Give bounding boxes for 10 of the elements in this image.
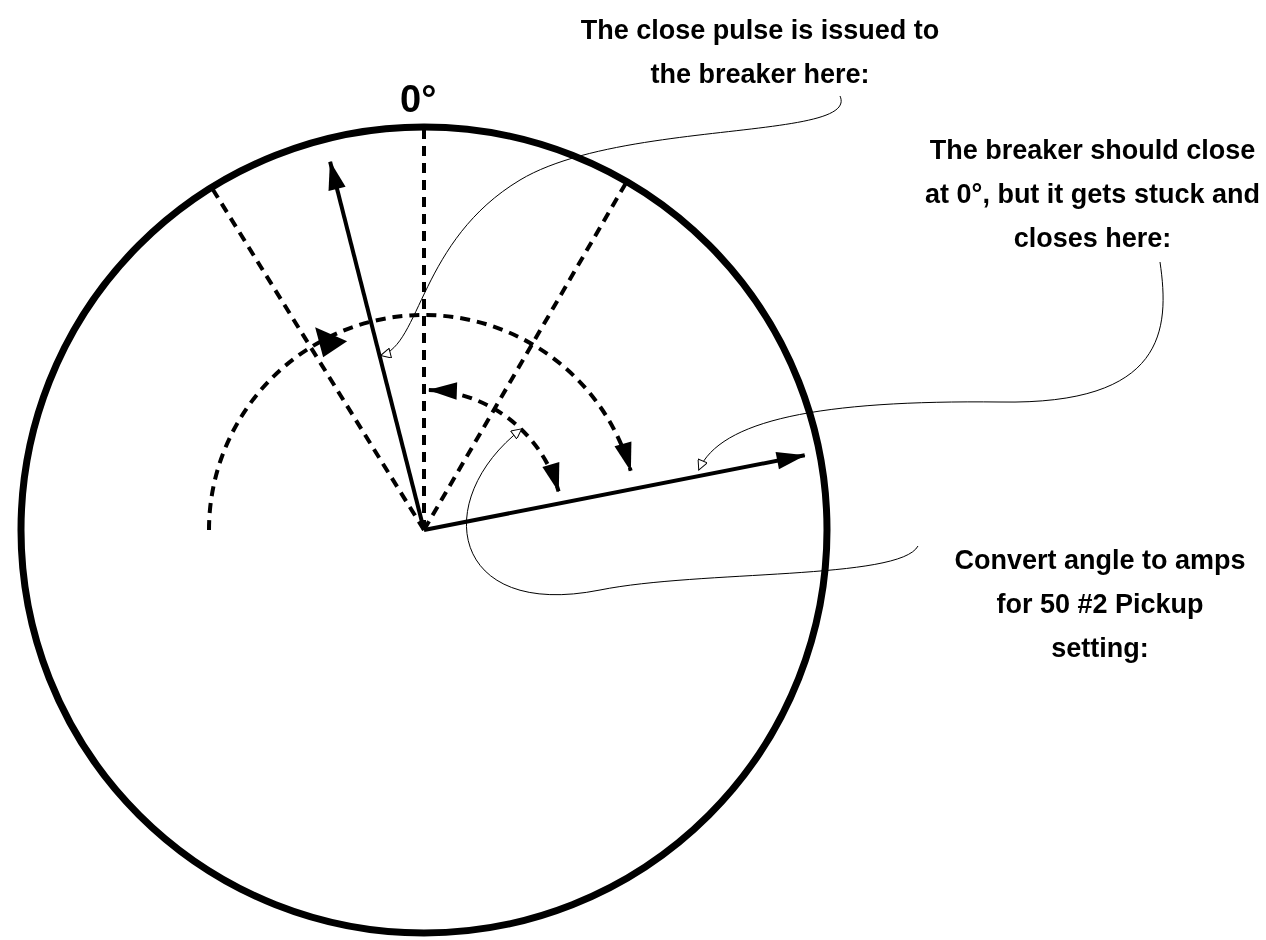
angle-arc <box>428 384 561 493</box>
angle-label: 0° <box>400 80 437 118</box>
vector-arrow <box>328 161 426 531</box>
callout-text: Convert angle to amps for 50 #2 Pickup setting: <box>953 544 1247 665</box>
vector-arrow <box>423 452 806 532</box>
callout-text: The close pulse is issued to the breaker here: <box>580 14 940 91</box>
leader-line <box>698 261 1164 471</box>
callout-text: The breaker should close at 0°, but it gets stuck and closes here: <box>925 134 1260 255</box>
leader-line <box>380 95 841 357</box>
leader-line <box>466 428 919 595</box>
